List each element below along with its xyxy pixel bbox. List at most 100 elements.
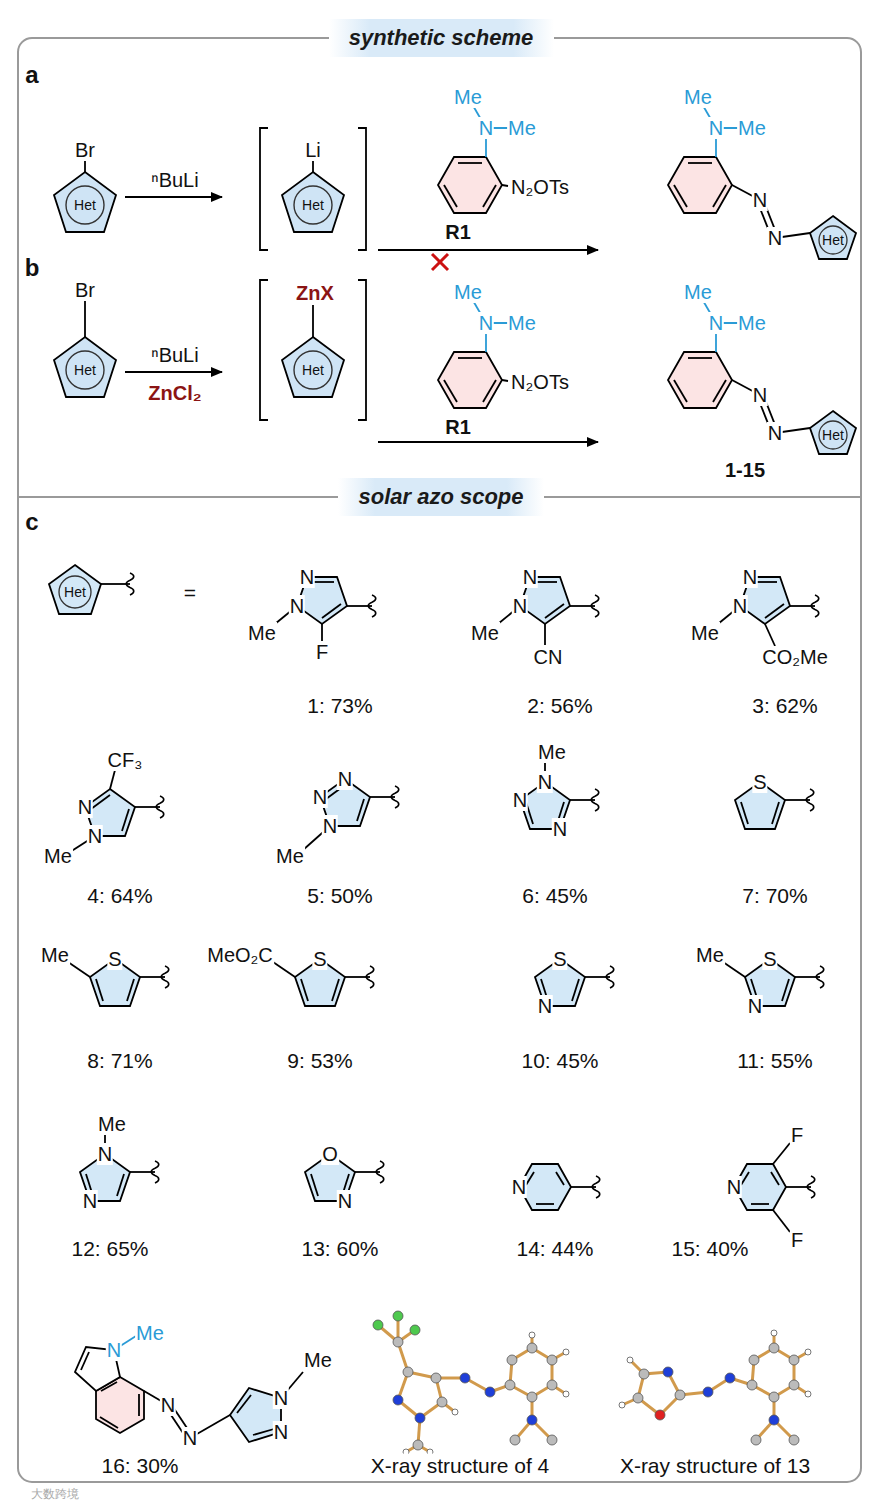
xray-atoms [769,1392,779,1402]
atom-label: F [790,1124,804,1146]
scheme-a [84,160,86,172]
atom-label: Me [507,117,537,139]
panel-letter: b [24,255,41,281]
atom-label: O [321,1143,339,1165]
scope-structures [765,624,775,646]
atom-label: Me [683,281,713,303]
scheme-a [54,172,116,232]
xray-atoms [663,1367,673,1377]
atom-label: N [97,1143,113,1165]
atom-label: N [312,786,328,808]
scope-structures [591,789,599,811]
scope-structures [126,573,134,595]
atom-label: N [708,117,724,139]
scope-structures [723,962,745,977]
compound-label: 1-15 [724,459,766,481]
xray-atoms [431,1373,441,1383]
scope-structures [322,604,341,618]
atom-label: MeO₂C [206,944,274,966]
scheme-a [688,162,712,164]
scheme-b [84,300,86,337]
atom-label: Me [453,86,483,108]
atom-label: N [289,595,305,617]
scheme-a [358,128,366,250]
scope-structures [49,565,824,1442]
xray-atoms [410,1325,420,1335]
scope-structures [117,1174,124,1196]
atom-label: Me [40,944,70,966]
scheme-a [66,186,104,224]
xray-atoms [633,1393,643,1403]
scheme-b [125,371,222,373]
compound-label: 6: 45% [521,884,588,907]
atom-label: N [299,566,315,588]
xray-atoms [789,1355,799,1365]
compound-label: 13: 60% [300,1237,379,1260]
scheme-a [483,185,496,207]
scheme-b [54,337,116,397]
scope-structures [273,962,295,977]
scheme-b [260,280,268,420]
xray-atoms [751,1435,761,1445]
scope-structures [773,1210,790,1232]
scope-structures [741,802,748,824]
scheme-a [458,162,482,164]
atom-label: N [511,1176,527,1198]
scope-structures [536,1203,554,1205]
scheme-a [432,254,448,270]
scheme-a [282,172,344,232]
scheme-b [458,357,482,359]
atom-label: S [762,948,777,970]
atom-label: Me [683,86,713,108]
scope-structures [357,799,364,821]
xray-atoms [749,1355,759,1365]
atom-label: Me [43,845,73,867]
scheme-b [54,280,856,454]
scope-structures [161,966,169,988]
scheme-b [819,421,847,449]
section-tab: synthetic scheme [329,19,554,57]
xray-atoms [452,1409,458,1415]
scheme-b [502,380,508,381]
atom-label: Me [247,622,277,644]
xray-atoms [547,1435,557,1445]
scheme-a [432,254,448,270]
atom-label: N [767,422,783,444]
xray-atoms [639,1369,649,1379]
scope-structures [592,1176,600,1198]
xray-atoms [747,1380,757,1390]
scheme-a [502,185,508,186]
scheme-b [312,305,314,337]
atom-label: S [312,948,327,970]
compound-label: 7: 70% [741,884,808,907]
xray-atoms [485,1387,495,1397]
xray-atoms [413,1440,423,1450]
atom-label: CF₃ [107,749,144,771]
atom-label: N₂OTs [510,371,570,393]
scheme-b [444,380,457,402]
xray-atoms [789,1435,799,1445]
xray-atoms [563,1349,569,1355]
compound-label: X-ray structure of 13 [619,1454,811,1477]
scope-structures [49,565,101,614]
atom-label: N [160,1394,176,1416]
atom-label: N [82,1190,98,1212]
scope-structures [138,1394,140,1416]
scope-structures [122,809,129,831]
scheme-b [810,411,856,454]
scope-structures [332,979,339,1001]
atom-label: N [767,227,783,249]
compound-label: = [183,581,197,604]
compound-label: 12: 65% [70,1237,149,1260]
xray-atoms [547,1355,557,1365]
scope-structures [253,1429,274,1435]
ring-label: Het [74,363,96,377]
atom-label: S [752,771,767,793]
compound-label: 1: 73% [306,694,373,717]
xray-atoms [805,1391,811,1397]
scheme-b [358,280,366,420]
compound-label: X-ray structure of 4 [370,1454,551,1477]
atom-label: Me [507,312,537,334]
atom-label: CN [533,646,564,668]
atom-label: Me [737,117,767,139]
